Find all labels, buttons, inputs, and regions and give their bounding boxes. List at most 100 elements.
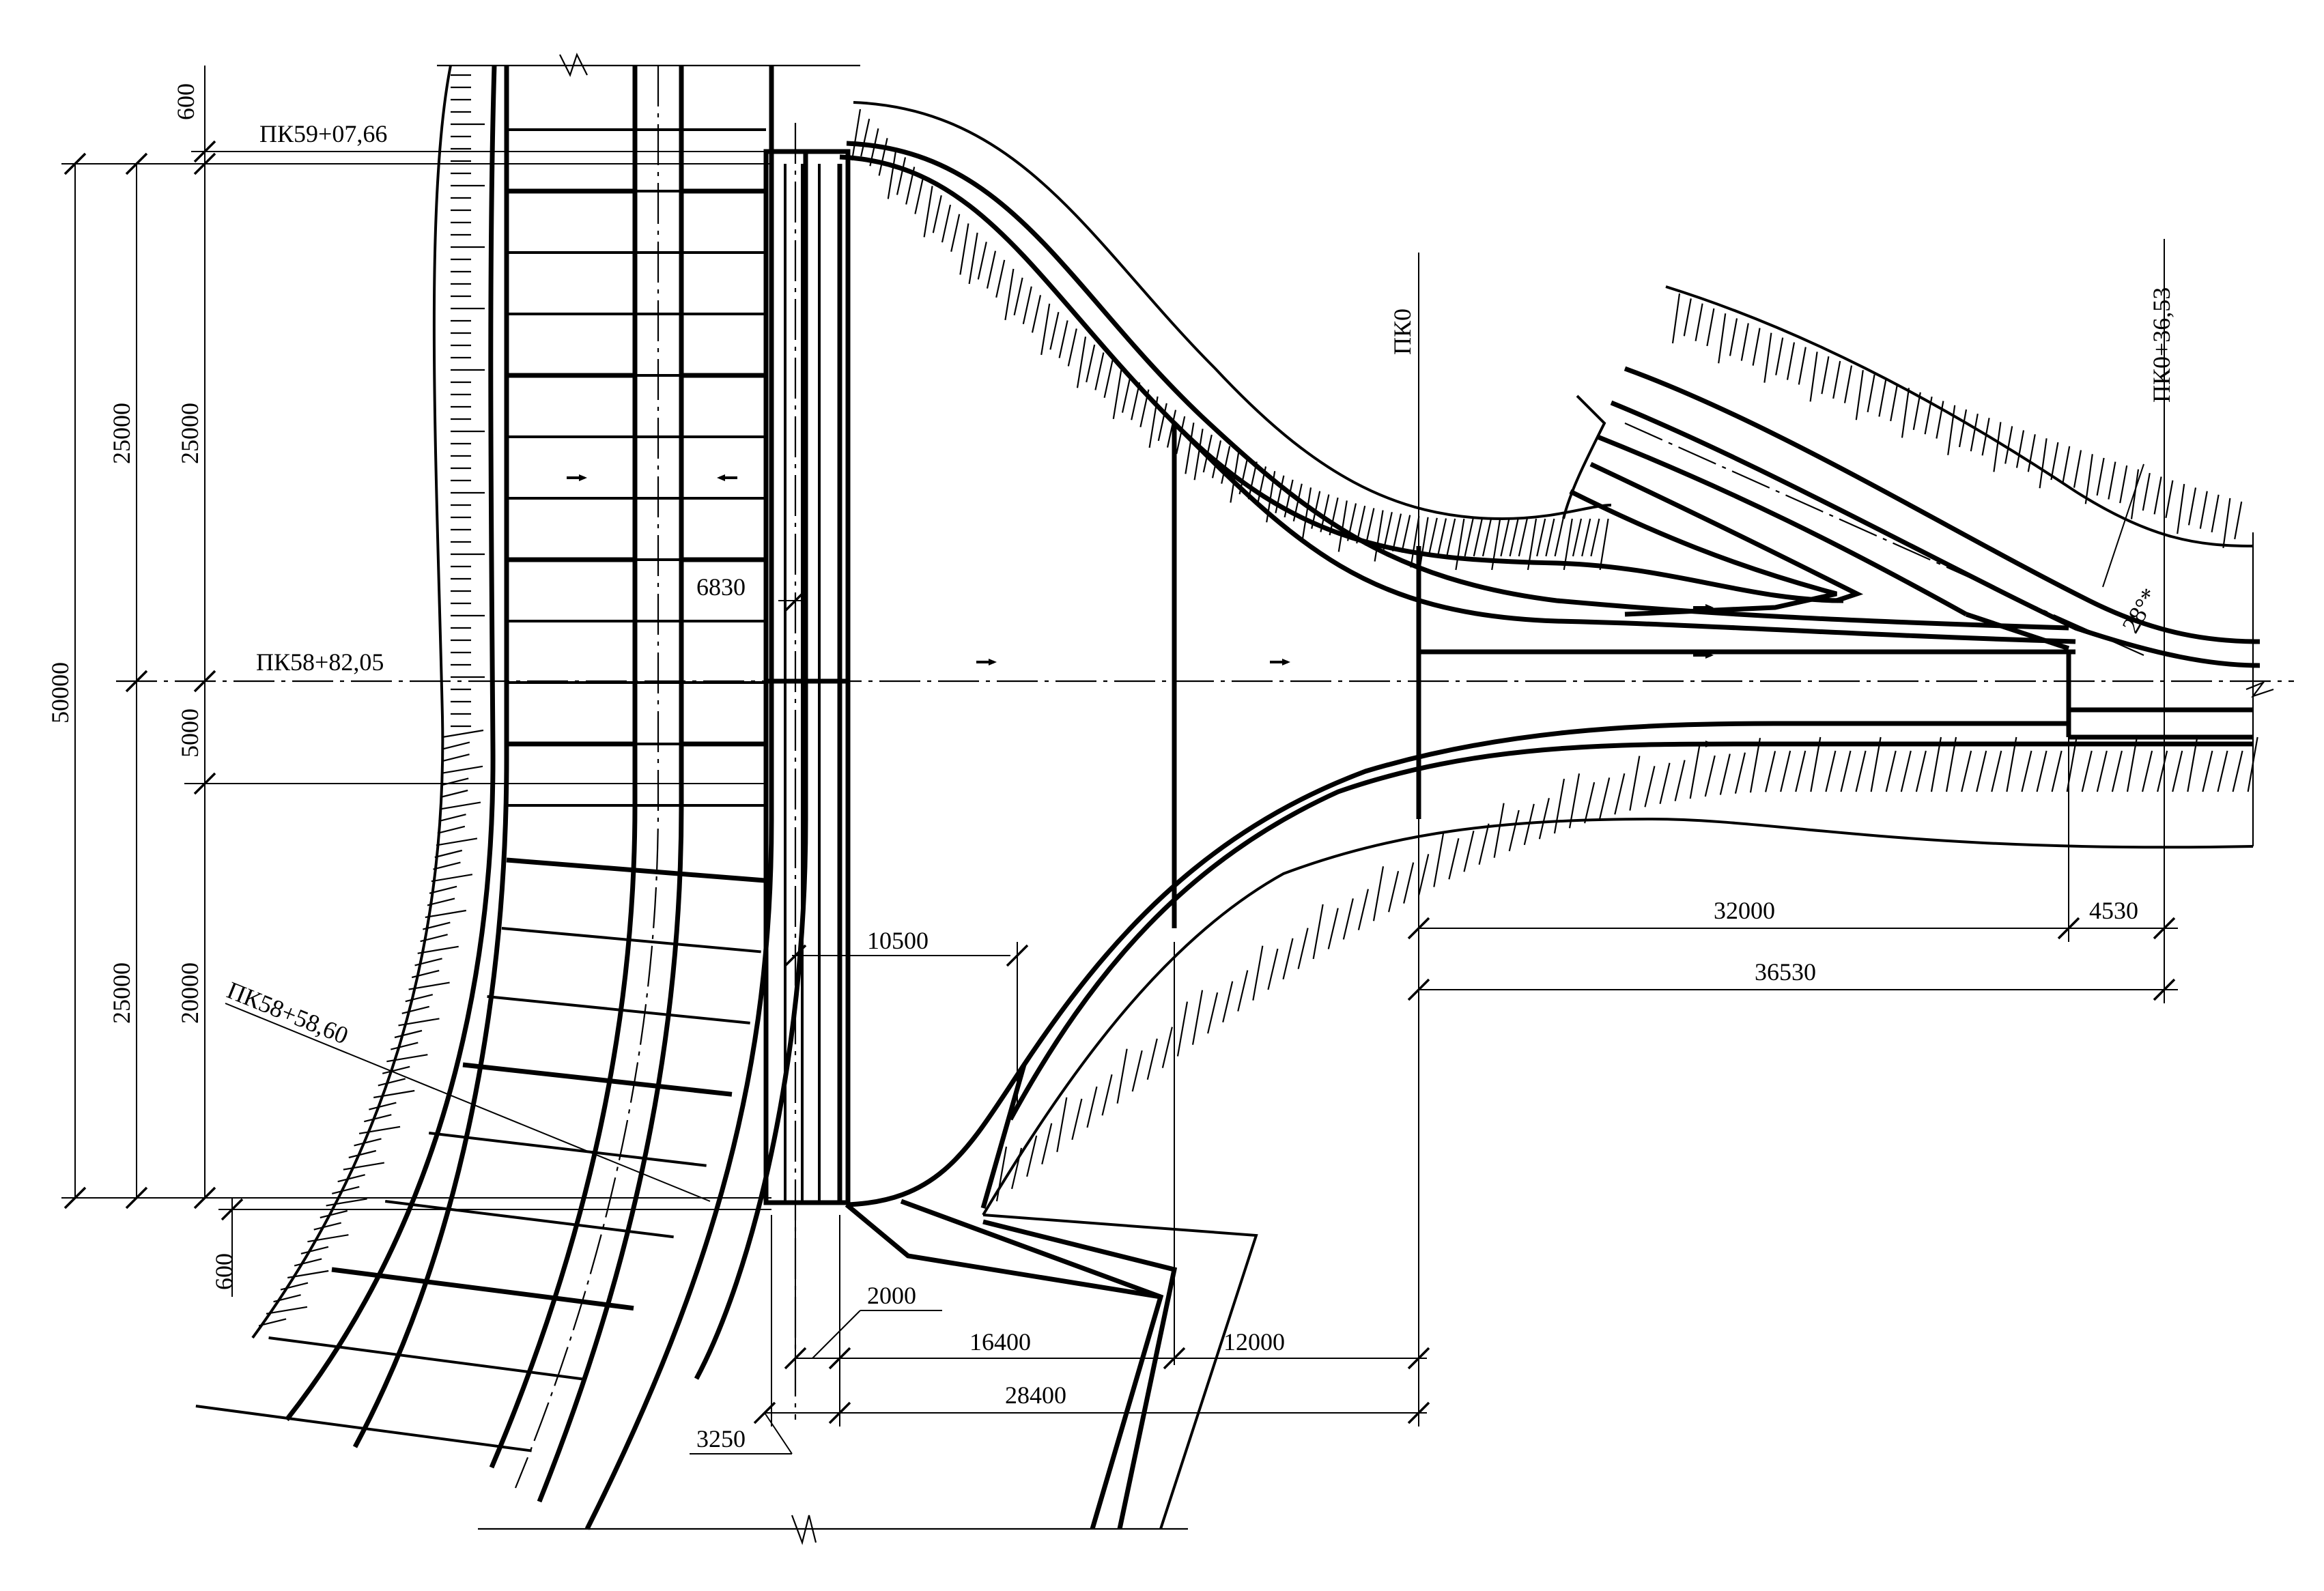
lower-ramp-edge-a xyxy=(846,721,2069,1207)
dim-10500: 10500 xyxy=(867,927,929,954)
hatch-line xyxy=(2021,750,2032,792)
hatch-line xyxy=(2084,454,2093,504)
hatch-line xyxy=(1026,1135,1038,1177)
hatch-line xyxy=(1536,518,1546,557)
hatch-line xyxy=(1674,760,1686,801)
hatch-line xyxy=(1403,862,1415,904)
hatch-line xyxy=(1436,518,1447,556)
hatch-line xyxy=(1878,379,1887,417)
hatch-line xyxy=(1482,518,1492,557)
hatch-line xyxy=(1148,396,1159,448)
hatch-line xyxy=(860,118,870,157)
hatch-line xyxy=(1346,503,1357,541)
hatch-line xyxy=(442,754,470,762)
hatch-line xyxy=(2096,750,2108,792)
cross-line xyxy=(506,857,765,883)
hatch-line xyxy=(1463,831,1475,872)
hatch-line xyxy=(2199,491,2208,529)
hatch-line xyxy=(2217,750,2228,792)
hatch-line xyxy=(1523,803,1535,846)
hatch-line xyxy=(354,1138,382,1147)
hatch-line xyxy=(382,1065,410,1074)
hatch-line xyxy=(1337,500,1348,552)
hatch-line xyxy=(2111,750,2123,792)
hatch-line xyxy=(1568,773,1581,829)
hatch-line xyxy=(1508,809,1520,852)
hatch-line xyxy=(1221,446,1231,484)
hatch-line xyxy=(2015,430,2025,468)
median-edge-left xyxy=(489,66,638,1469)
cross-line xyxy=(195,1405,532,1452)
hatch-line xyxy=(1157,403,1167,442)
cross-line xyxy=(462,1062,733,1097)
hatch-line xyxy=(332,1186,360,1194)
hatch-line xyxy=(1103,360,1114,398)
hatch-line xyxy=(1870,736,1882,792)
hatch-line xyxy=(378,1078,406,1087)
hatch-line xyxy=(1086,344,1096,383)
hatch-line xyxy=(1900,750,1912,792)
arrow-head xyxy=(1705,741,1714,747)
hatch-line xyxy=(1022,286,1032,324)
hatch-line xyxy=(1689,743,1701,799)
hatch-line xyxy=(258,1318,287,1327)
hatch-line xyxy=(941,204,952,243)
hatch-line xyxy=(1230,451,1240,503)
hatch-line xyxy=(1311,491,1321,529)
hatch-line xyxy=(1599,777,1611,819)
upper-right-ramp xyxy=(1562,285,2274,846)
hatch-line xyxy=(1590,518,1600,557)
main-cone xyxy=(116,423,2294,1530)
hatch-line xyxy=(2027,434,2036,472)
hatch-line xyxy=(1146,1038,1158,1080)
label-pk59: ПК59+07,66 xyxy=(259,120,387,147)
hatch-line xyxy=(1374,510,1384,562)
hatch-line xyxy=(1067,328,1077,367)
hatch-line xyxy=(280,1282,309,1291)
hatch-line xyxy=(1734,752,1746,794)
hatch-line xyxy=(1056,1097,1068,1152)
hatch-line xyxy=(1247,461,1258,500)
hatch-line xyxy=(950,214,961,253)
hatch-line xyxy=(417,945,459,954)
hatch-line xyxy=(408,981,450,990)
hatch-line xyxy=(887,147,897,199)
hatch-line xyxy=(2036,750,2047,792)
hatch-line xyxy=(343,1162,385,1171)
cross-line xyxy=(428,1132,707,1167)
hatch-line xyxy=(1825,750,1837,792)
hatch-line xyxy=(438,814,466,822)
gore-nose xyxy=(1569,489,1837,617)
hatch-line xyxy=(2165,480,2174,519)
hatch-line xyxy=(434,849,463,859)
hatch-line xyxy=(2006,736,2017,792)
hatch-line xyxy=(1553,778,1565,834)
hatch-line xyxy=(391,1042,419,1050)
left-road-edge-outer xyxy=(285,65,497,1422)
hatch-line xyxy=(905,167,916,205)
hatch-line xyxy=(2172,750,2183,792)
hatch-line xyxy=(1116,1048,1128,1104)
hatch-line xyxy=(1004,268,1015,321)
hatch-line xyxy=(436,837,478,846)
hatch-line xyxy=(2142,750,2153,792)
hatch-line xyxy=(1266,471,1276,523)
left-road-edge-inner-a xyxy=(352,66,509,1448)
left-slope-outer-edge xyxy=(251,65,452,1339)
hatch-line xyxy=(1161,1027,1173,1068)
hatch-line xyxy=(433,861,461,870)
hatch-line xyxy=(398,1018,440,1027)
hatch-line xyxy=(1238,456,1249,495)
hatch-line xyxy=(1915,750,1927,792)
label-pk036: ПК0+36,53 xyxy=(2148,287,2175,403)
hatch-line xyxy=(1961,750,1972,792)
hatch-line xyxy=(1131,1050,1143,1092)
hatch-line xyxy=(273,1294,301,1303)
hatch-line xyxy=(1256,466,1267,504)
hatch-line xyxy=(1049,312,1060,350)
hatch-line xyxy=(1786,342,1796,380)
left-carriageway xyxy=(195,53,1188,1545)
upper-ramp-inner-edge xyxy=(839,154,2076,644)
hatch-line xyxy=(1970,413,1979,452)
hatch-line xyxy=(2211,494,2220,532)
